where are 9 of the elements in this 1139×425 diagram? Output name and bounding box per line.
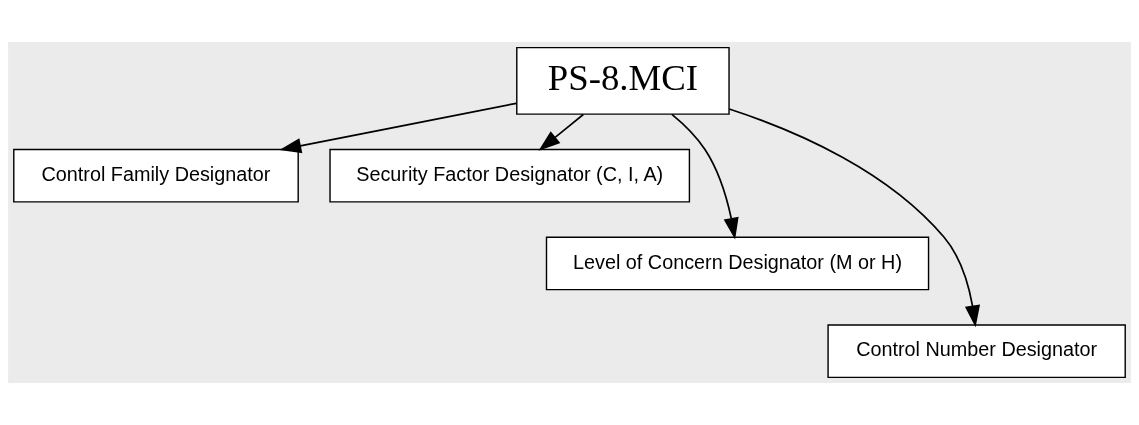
node-box: Security Factor Designator (C, I, A) [329, 148, 691, 203]
arrow [279, 102, 518, 154]
arrow [728, 108, 981, 328]
node-box: Control Family Designator [13, 148, 299, 203]
arrow [538, 113, 585, 151]
node-box: Level of Concern Designator (M or H) [545, 236, 930, 291]
arrow [671, 113, 739, 240]
node-box: Control Number Designator [827, 324, 1126, 379]
node-box: PS-8.MCI [516, 46, 730, 115]
